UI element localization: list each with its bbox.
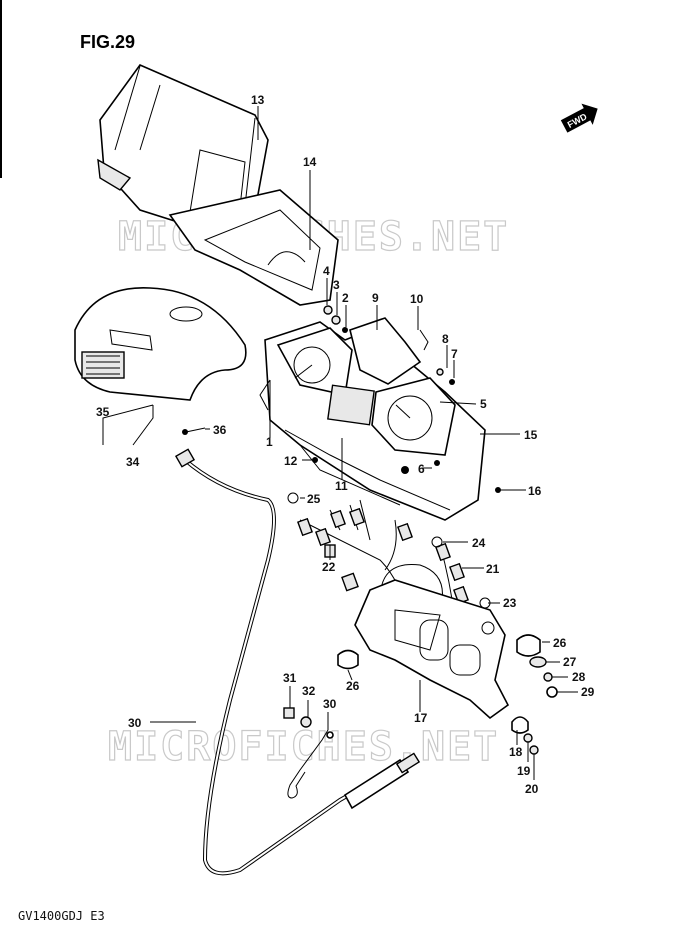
callout-36: 36	[213, 423, 227, 437]
callout-26-left: 26	[346, 679, 360, 693]
figure-title: FIG.29	[80, 32, 135, 52]
callout-1: 1	[266, 435, 273, 449]
forward-arrow-icon: FWD	[560, 103, 598, 133]
callout-4: 4	[323, 264, 330, 278]
callout-22: 22	[322, 560, 336, 574]
callout-31: 30	[323, 697, 337, 711]
screws-16-36	[182, 427, 515, 493]
callout-29: 29	[581, 685, 595, 699]
callout-2: 2	[342, 291, 349, 305]
callout-32: 31	[283, 671, 297, 685]
callout-34: 34	[126, 455, 140, 469]
callout-26-right: 26	[553, 636, 567, 650]
callout-27: 27	[563, 655, 577, 669]
callout-25: 25	[307, 492, 321, 506]
callout-21: 21	[486, 562, 500, 576]
callout-10: 10	[410, 292, 424, 306]
callout-14: 14	[303, 155, 317, 169]
callout-13: 13	[251, 93, 265, 107]
callout-20: 20	[525, 782, 539, 796]
callout-30: 30	[128, 716, 142, 730]
callout-15: 15	[524, 428, 538, 442]
watermark-bottom: MICROFICHES.NET	[108, 724, 499, 770]
model-code-footer: GV1400GDJ E3	[18, 909, 105, 923]
callout-19: 19	[517, 764, 531, 778]
fasteners-2-3-4-6-7-8-10	[323, 305, 455, 466]
callout-18: 18	[509, 745, 523, 759]
meter-case-part-14	[168, 189, 339, 306]
speedometer-cable-part-30	[174, 448, 421, 876]
callout-labels: 13 14 4 3 2 9 10 8 7 5 15 1 12 6 11 16 3…	[96, 93, 595, 796]
callout-24: 24	[472, 536, 486, 550]
callout-8: 8	[442, 332, 449, 346]
bulb-sockets-harness	[287, 492, 491, 621]
callout-9: 9	[372, 291, 379, 305]
callout-23: 23	[503, 596, 517, 610]
meter-cover-part-34-35	[74, 287, 247, 401]
callout-5: 5	[480, 397, 487, 411]
meter-bracket-part-17	[354, 579, 510, 720]
callout-16: 16	[528, 484, 542, 498]
callout-7: 7	[451, 347, 458, 361]
callout-6: 6	[418, 462, 425, 476]
clip-bolt-washer-31-32-33	[283, 707, 334, 799]
callout-35: 35	[96, 405, 110, 419]
callout-33: 32	[302, 684, 316, 698]
callout-12: 12	[284, 454, 298, 468]
leader-lines	[102, 106, 578, 780]
callout-17: 17	[414, 711, 428, 725]
callout-3: 3	[333, 278, 340, 292]
callout-11: 11	[335, 479, 348, 493]
callout-28: 28	[572, 670, 586, 684]
meter-assembly-part-15	[259, 317, 486, 521]
